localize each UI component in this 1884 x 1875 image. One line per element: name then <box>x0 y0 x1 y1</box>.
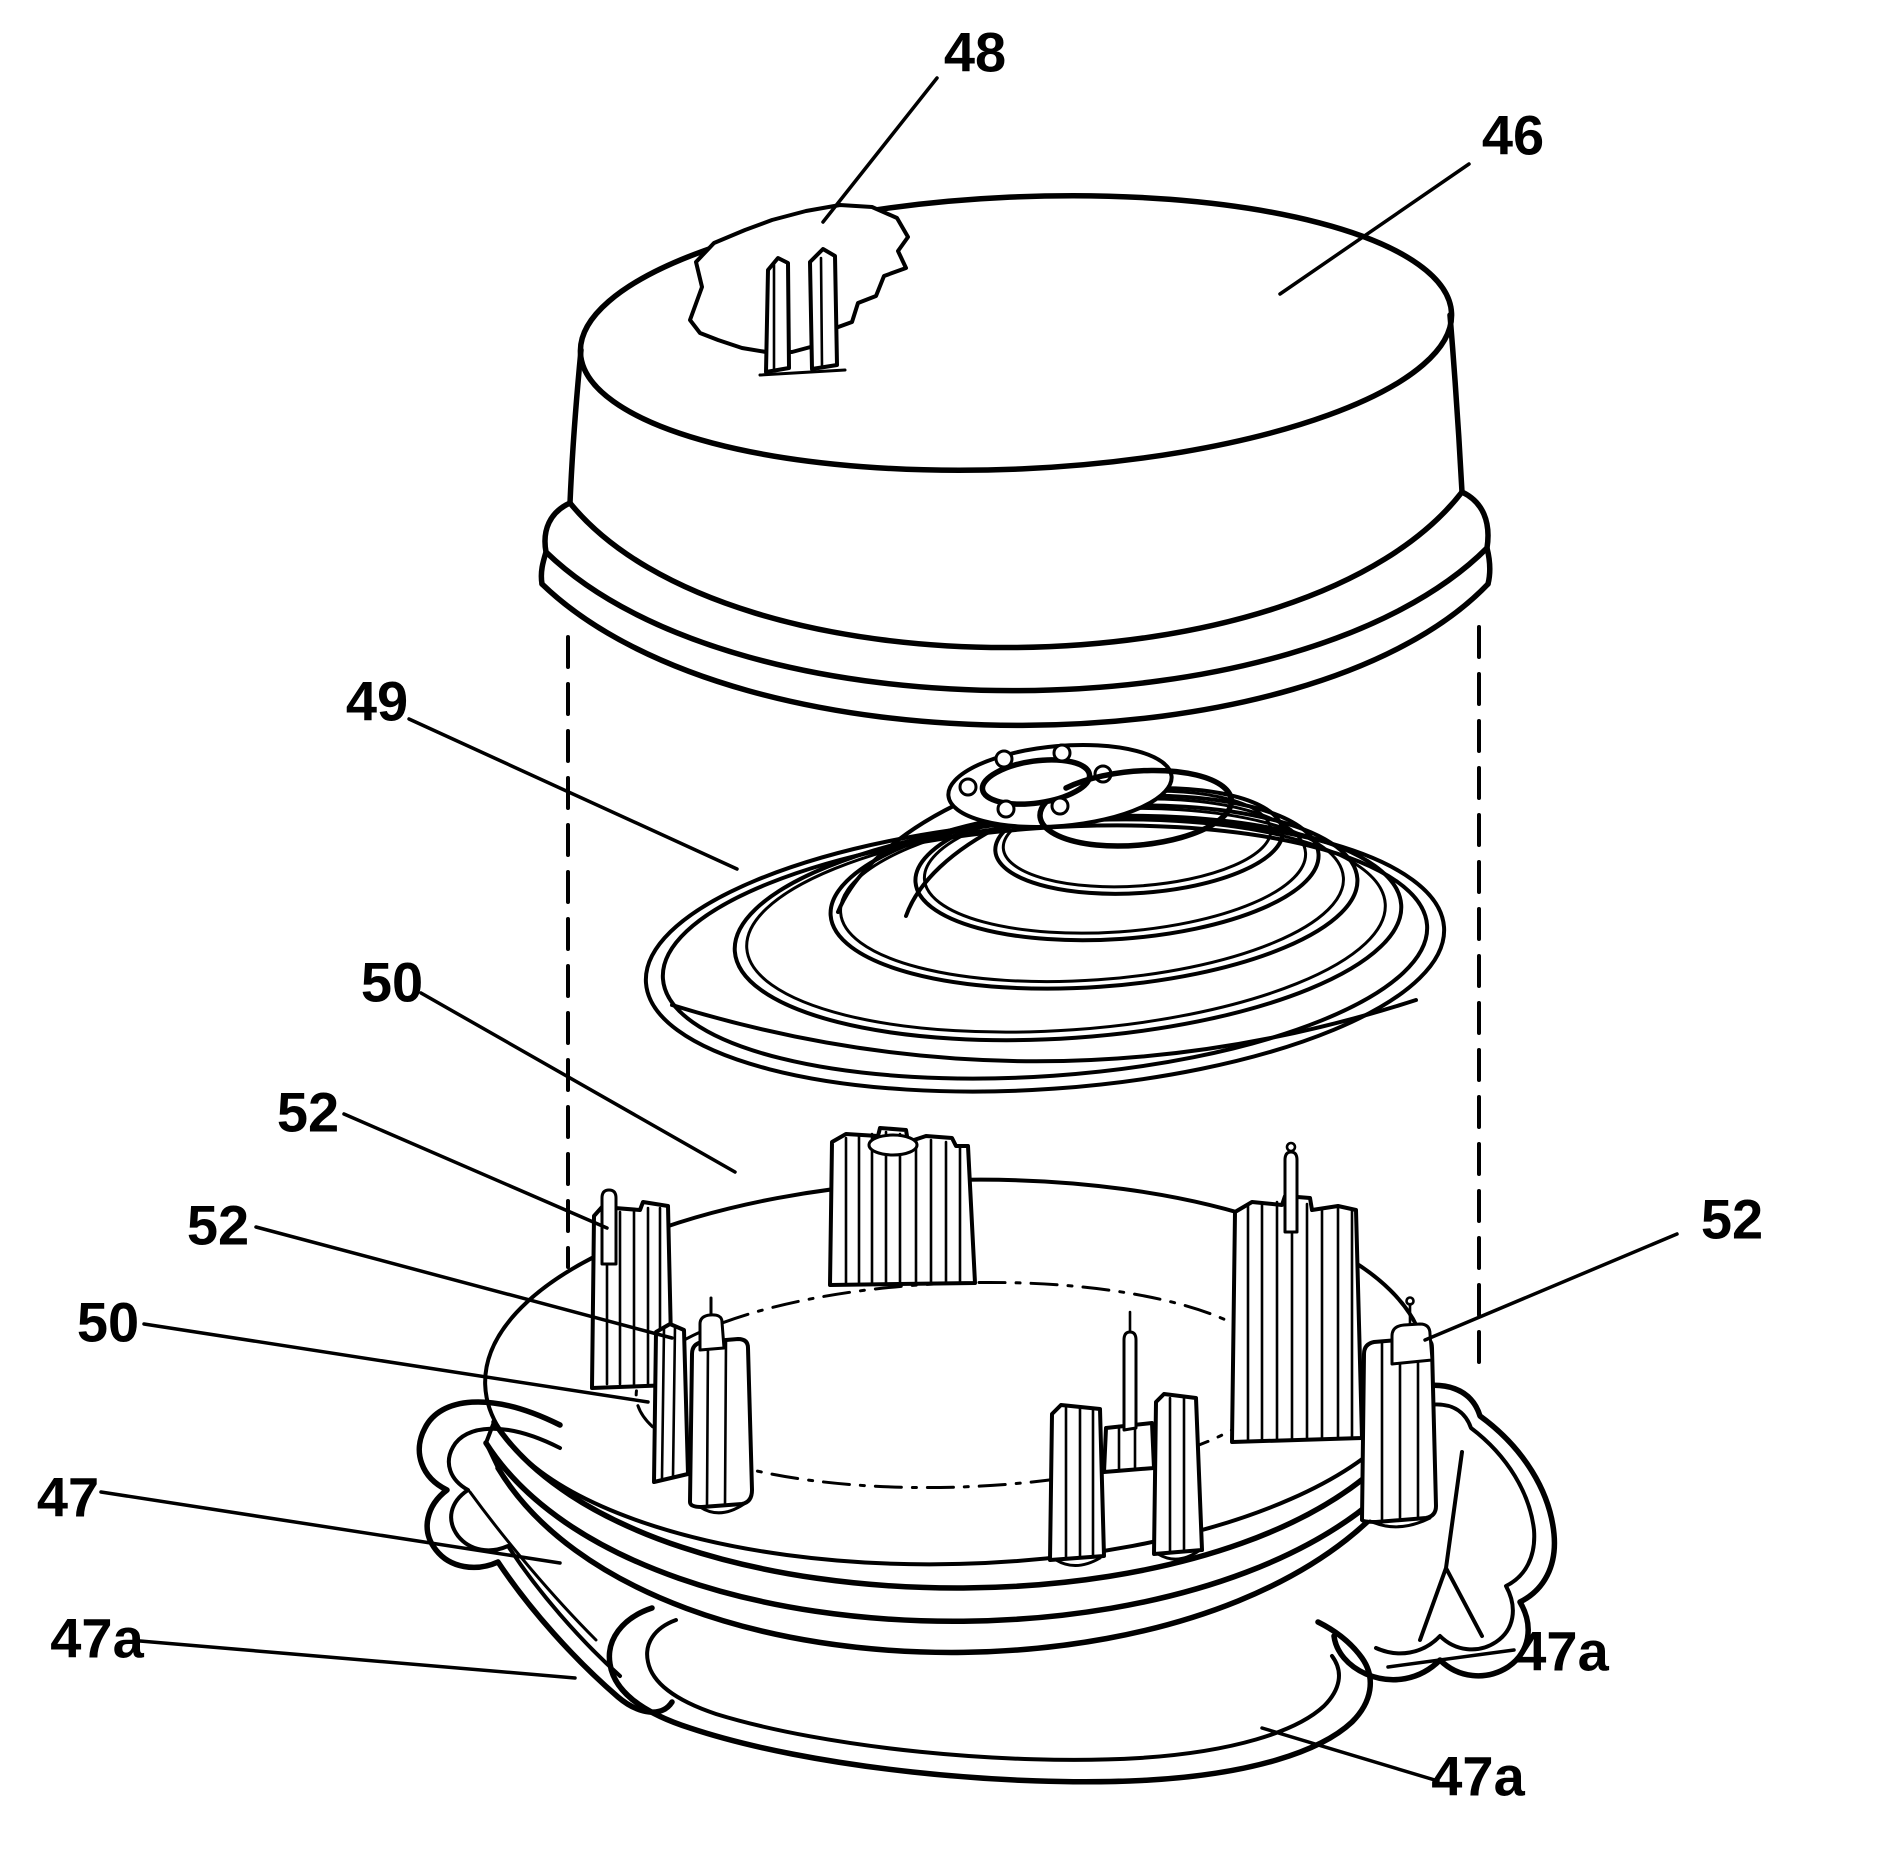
label-47: 47 <box>37 1466 99 1529</box>
label-47a-right: 47a <box>1515 1620 1609 1683</box>
post-cylinder <box>688 1337 754 1509</box>
label-52-upper-left: 52 <box>277 1081 339 1144</box>
hub-bolt-hole-2 <box>994 749 1014 769</box>
hub-bolt-hole-5 <box>1050 796 1070 816</box>
diaphragm-spiral-transition-2 <box>904 822 1006 918</box>
label-47a-bottom-leader-line <box>1260 1726 1440 1783</box>
mounting-tab-right-inner <box>1374 1402 1537 1656</box>
labels-layer: 48 46 49 50 52 52 50 47 47a 52 47a 47a <box>37 21 1763 1808</box>
post-bar-stripes <box>660 1324 677 1480</box>
hub-bolt-hole-1 <box>958 777 978 797</box>
label-52-right-leader-line <box>1423 1232 1679 1342</box>
post-bar <box>652 1322 690 1484</box>
diaphragm-spiral-transition-1 <box>836 798 968 914</box>
mounting-tab-left-fold-line <box>468 1490 598 1642</box>
mounting-tab-right-outer <box>1331 1382 1558 1683</box>
guide-pin-52 <box>600 1188 618 1266</box>
posts-and-pins <box>590 1126 1438 1567</box>
label-46-leader-line <box>1278 162 1471 296</box>
post-cap-oval <box>867 1133 919 1157</box>
hub-bolt-hole-3 <box>1052 743 1072 763</box>
post-cylinder-lines <box>705 1338 728 1507</box>
post-cylinder-lines <box>1380 1337 1420 1522</box>
base-rim-ridge-2 <box>483 1429 1435 1625</box>
mounting-tab-left-outer <box>416 1399 675 1715</box>
post-base-arcs <box>1054 1548 1202 1567</box>
guide-pin-52 <box>1283 1150 1299 1234</box>
guide-pin-tip <box>1285 1141 1297 1153</box>
base-rim-ridge-1 <box>491 1409 1425 1591</box>
diaphragm-rim-thickness-arc <box>670 998 1418 1064</box>
post-left-block-stripes <box>1064 1406 1095 1559</box>
post-cylinder-base-arc <box>698 1502 746 1515</box>
base-bottom-frame-inner <box>645 1618 1341 1762</box>
label-49: 49 <box>346 670 408 733</box>
label-47a-left: 47a <box>50 1607 144 1670</box>
label-50-left-leader-line <box>142 1322 650 1404</box>
label-52-upper-left-leader-line <box>342 1112 609 1230</box>
post-stripes <box>605 1206 662 1387</box>
label-49-leader-line <box>407 717 739 871</box>
guide-pin-52 <box>1122 1330 1138 1432</box>
part-diaphragm-49 <box>643 742 1447 1094</box>
post-stripes <box>1246 1200 1354 1442</box>
label-47a-bottom: 47a <box>1431 1745 1525 1808</box>
label-52-mid-left: 52 <box>187 1194 249 1257</box>
post-cluster-right-front-52 <box>1360 1296 1438 1529</box>
label-50-top-leader-line <box>419 991 737 1174</box>
post-cluster-center-front-50 <box>1048 1310 1204 1567</box>
label-47a-right-leader-line <box>1386 1648 1516 1669</box>
diaphragm-snap-ring <box>1037 767 1235 849</box>
cap-skirt-left-edge <box>567 347 584 506</box>
post-base-arc <box>1368 1516 1432 1529</box>
label-50-left: 50 <box>77 1291 139 1354</box>
label-52-right: 52 <box>1701 1188 1763 1251</box>
post-cluster-left-front-50 <box>652 1296 754 1515</box>
mounting-tab-left-inner <box>447 1426 622 1678</box>
notch-tab-left <box>764 256 791 374</box>
post-right-block-stripes <box>1168 1396 1186 1555</box>
guide-pin-tip <box>1405 1296 1415 1306</box>
post-body <box>1230 1194 1364 1444</box>
label-48-leader-line <box>821 76 939 224</box>
post-stripes <box>844 1130 962 1286</box>
diaphragm-hub-opening <box>979 757 1093 807</box>
cap-flange-bottom-arc <box>539 581 1491 729</box>
label-47-leader-line <box>99 1490 562 1565</box>
post-pedestal <box>1102 1421 1156 1474</box>
label-46: 46 <box>1482 104 1544 167</box>
post-cluster-right-back-50 <box>1230 1141 1364 1444</box>
hub-bolt-hole-6 <box>996 799 1016 819</box>
cap-flange-mid-arc <box>543 545 1490 694</box>
post-cluster-left-back-50 <box>590 1188 674 1390</box>
label-52-mid-left-leader-line <box>254 1225 674 1340</box>
post-pedestal-stripes <box>1117 1423 1137 1472</box>
part-cover-46 <box>538 192 1493 729</box>
post-cluster-center-back-50 <box>828 1126 977 1287</box>
notch-tab-right <box>808 247 839 371</box>
notch-tab-right-inner-line <box>819 256 824 369</box>
label-50-top: 50 <box>361 951 423 1014</box>
base-bottom-frame-outer <box>606 1605 1373 1785</box>
guide-pin-52-cap <box>1390 1322 1434 1366</box>
notch-tab-base-line <box>758 368 847 377</box>
base-rim-ridge-3 <box>495 1452 1423 1656</box>
cap-shoulder-arc <box>567 489 1465 651</box>
mounting-tab-right-v-groove <box>1418 1450 1484 1642</box>
post-right-block <box>1152 1392 1204 1556</box>
post-left-block <box>1048 1403 1106 1562</box>
cap-skirt-right-edge <box>1447 312 1465 495</box>
alignment-guides-layer <box>566 625 1481 1367</box>
label-47a-left-leader-line <box>138 1639 577 1680</box>
guide-pin-52-cap <box>698 1313 726 1352</box>
label-48: 48 <box>944 21 1006 84</box>
